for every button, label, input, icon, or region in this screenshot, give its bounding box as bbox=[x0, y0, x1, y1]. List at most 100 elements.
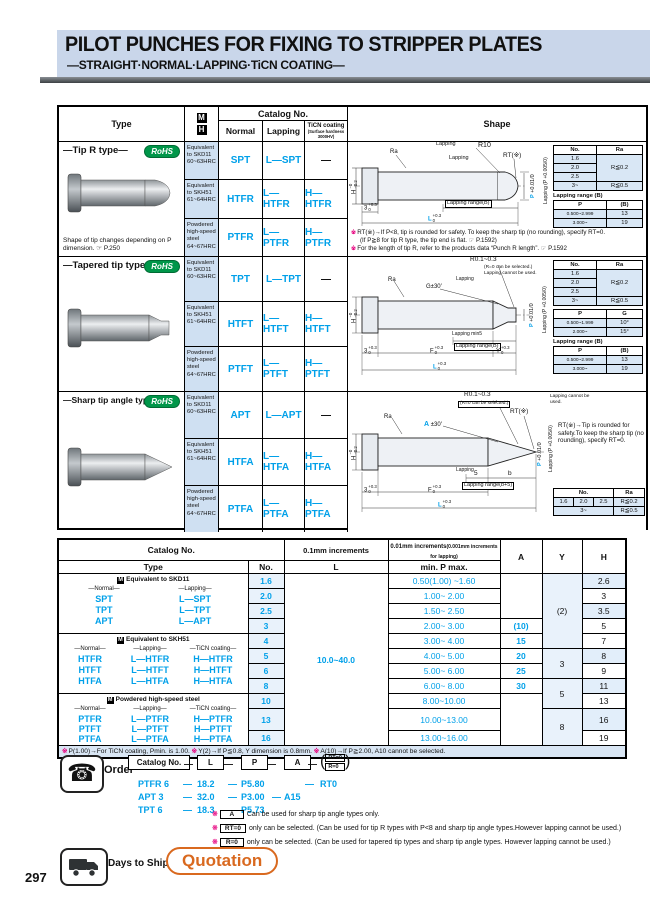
type-label: —Tip R type— bbox=[63, 145, 128, 156]
order-dash: — bbox=[184, 759, 193, 769]
rt-label: RT(※) bbox=[510, 408, 529, 415]
rt-label: RT(※) bbox=[503, 152, 522, 159]
catalog-code-lapping: L—TPT bbox=[263, 257, 305, 302]
catalog-code-lapping: L—HTFR bbox=[263, 180, 305, 219]
catalog-code-normal: SPT bbox=[219, 142, 263, 180]
catalog-code-ticn: H—PTFR bbox=[305, 219, 348, 257]
shape-notes: ※RT(※)→If P<8, tip is rounded for safety… bbox=[351, 229, 606, 252]
catalog-code-normal: HTFA bbox=[219, 439, 263, 486]
p-range: 0.50(1.00) ~1.60 bbox=[387, 573, 501, 589]
order-example-row: TPT 6 bbox=[138, 805, 163, 815]
catalog-code-normal: APT bbox=[219, 392, 263, 439]
punch-image-tapered bbox=[67, 308, 170, 348]
catalog-code-normal: PTFT bbox=[219, 347, 263, 392]
r-zero-note: (R=0 can be selected.) bbox=[458, 401, 511, 408]
catalog-code-normal: HTFR bbox=[219, 180, 263, 219]
a-value: 15 bbox=[499, 633, 543, 649]
order-example-l: 18.2 bbox=[197, 779, 215, 789]
lapping-label: Lapping bbox=[456, 467, 474, 473]
order-example-p: P5.80 bbox=[241, 779, 265, 789]
catalog-code-ticn: — bbox=[305, 392, 348, 439]
p-range: 6.00~ 8.00 bbox=[387, 678, 501, 694]
p-lapping-dim: Lapping (P +0.005/0) bbox=[543, 157, 549, 204]
order-dash: — bbox=[267, 759, 276, 769]
order-dash: — bbox=[228, 792, 237, 802]
page-title: PILOT PUNCHES FOR FIXING TO STRIPPER PLA… bbox=[65, 33, 542, 56]
order-dash: — bbox=[183, 792, 192, 802]
lapping-range-title: Lapping range (B) bbox=[553, 193, 603, 199]
order-dash: — bbox=[305, 779, 314, 789]
order-phone-icon: ☎ bbox=[60, 755, 104, 793]
h-value: 11 bbox=[581, 678, 627, 694]
order-box-options: ( RT=0 R=0 ) bbox=[320, 753, 351, 771]
no-value: 16 bbox=[247, 730, 285, 746]
col-header-lapping: Lapping bbox=[263, 121, 305, 142]
lapping-cannot-note: Lapping cannot be used. bbox=[484, 271, 537, 276]
lt-header-p: min. P max. bbox=[387, 560, 501, 574]
no-value: 2.0 bbox=[247, 588, 285, 604]
catalog-code-ticn: H—PTFA bbox=[305, 486, 348, 532]
order-dash: — bbox=[224, 759, 233, 769]
no-value: 6 bbox=[247, 663, 285, 679]
order-dash: — bbox=[183, 805, 192, 815]
catalog-code-lapping: L—APT bbox=[263, 392, 305, 439]
lapping-range-label: Lapping range(B) bbox=[454, 343, 501, 351]
lapping-range-label: Lapping range(B) bbox=[445, 200, 492, 208]
p-lapping-dim: Lapping (P +0.005/0) bbox=[548, 425, 554, 472]
r10-label: R10 bbox=[478, 142, 491, 149]
order-dash: — bbox=[308, 759, 317, 769]
dimension-table: Catalog No. 0.1mm increments 0.01mm incr… bbox=[57, 538, 628, 759]
p-range: 1.00~ 2.00 bbox=[387, 588, 501, 604]
h-value: 3.5 bbox=[581, 603, 627, 619]
catalog-code-ticn: H—HTFR bbox=[305, 180, 348, 219]
h-value: 19 bbox=[581, 730, 627, 746]
lt-header-p-inc: 0.01mm increments(0.001mm increments for… bbox=[387, 538, 501, 561]
order-example-l: 32.0 bbox=[197, 792, 215, 802]
b-dim: b bbox=[508, 470, 512, 477]
catalog-code-lapping: L—PTFR bbox=[263, 219, 305, 257]
no-value: 2.5 bbox=[247, 603, 285, 619]
r-range-label: R0.1~0.3 bbox=[470, 257, 497, 263]
h-value: 5 bbox=[581, 618, 627, 634]
catalog-code-ticn: H—PTFT bbox=[305, 347, 348, 392]
lapping-label: Lapping bbox=[436, 142, 456, 147]
r-range-label: R0.1~0.3 bbox=[464, 392, 491, 398]
shape-cell-tip-r: Ra Lapping R10 Lapping RT(※) H−0−0.2 3+0… bbox=[348, 142, 646, 257]
lt-header-l-inc: 0.1mm increments bbox=[283, 538, 389, 561]
order-dash: — bbox=[228, 779, 237, 789]
ra-label: Ra bbox=[388, 277, 396, 283]
no-value: 13 bbox=[247, 708, 285, 731]
p-dim: P +0.01/0 bbox=[529, 303, 535, 327]
a-value: 30 bbox=[499, 678, 543, 694]
no-value: 1.6 bbox=[247, 573, 285, 589]
lapping-range-title: Lapping range (B) bbox=[553, 339, 603, 345]
g-angle-label: G±30′ bbox=[426, 284, 442, 290]
lapping-cannot-note: Lapping cannot be used. bbox=[550, 394, 590, 405]
p-range: 4.00~ 5.00 bbox=[387, 648, 501, 664]
p-range: 2.00~ 3.00 bbox=[387, 618, 501, 634]
a-value: 20 bbox=[499, 648, 543, 664]
days-to-ship-label: Days to Ship bbox=[108, 858, 169, 869]
lapping-label: Lapping bbox=[449, 155, 469, 161]
type-cell-tip-r: —Tip R type— RoHS Shape of tip changes d… bbox=[59, 142, 185, 257]
lt-header-type: Type bbox=[57, 560, 249, 574]
order-box-catalog: Catalog No. bbox=[128, 755, 190, 770]
order-box-a: A bbox=[284, 755, 311, 770]
lt-header-y: Y bbox=[541, 538, 583, 574]
p-range: 5.00~ 6.00 bbox=[387, 663, 501, 679]
no-value: 4 bbox=[247, 633, 285, 649]
